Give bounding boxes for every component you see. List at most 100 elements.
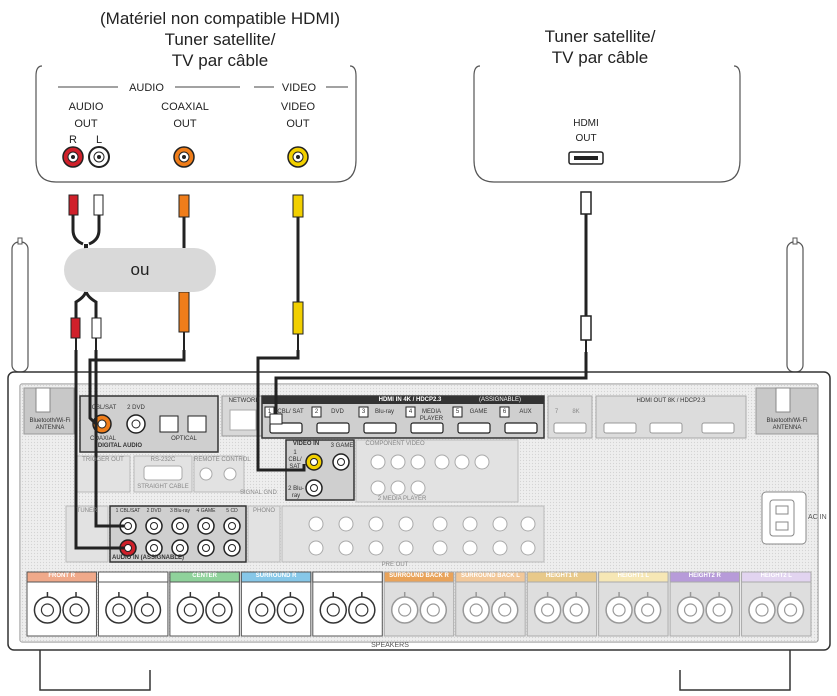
hdmi-in-name-2: DVD: [331, 409, 344, 415]
remote-control-label: REMOTE CONTROL: [194, 457, 251, 463]
speaker-terminal-group: [526, 571, 598, 637]
hdmi-assignable-label: (ASSIGNABLE): [478, 397, 521, 403]
hdmi-header-label: HDMI IN 4K / HDCP2.3: [378, 397, 442, 403]
audio-out-sub: OUT: [74, 118, 98, 130]
left-title-line1: (Matériel non compatible HDMI): [100, 9, 340, 28]
hdmi-in-num-7: 7: [554, 409, 559, 415]
hdmi-in-num-1: 1: [267, 409, 272, 415]
speaker-group-label: SURROUND BACK L: [460, 573, 520, 579]
coaxial-out-label: COAXIAL: [161, 101, 209, 113]
dig-dvd-label: 2 DVD: [127, 405, 145, 411]
left-source-title: (Matériel non compatible HDMI) Tuner sat…: [60, 8, 380, 71]
digital-audio-label: DIGITAL AUDIO: [97, 443, 143, 449]
audio-group-label: AUDIO: [129, 82, 164, 94]
speaker-group-label: HEIGHT2 R: [688, 573, 721, 579]
audio-in-label-1: 1 CBL/SAT: [115, 508, 141, 514]
hdmi-in-name-4: MEDIA PLAYER: [419, 409, 444, 422]
audio-out-r-jack: [62, 146, 84, 168]
signal-gnd-label: SIGNAL GND: [240, 490, 277, 496]
tuner-label: TUNER: [76, 508, 98, 514]
video-group-label: VIDEO: [281, 82, 317, 94]
speaker-terminal-group: [26, 571, 97, 637]
video-cable: [292, 194, 304, 350]
audio-out-label: AUDIO: [68, 101, 104, 113]
speaker-group-label: FRONT L: [120, 573, 147, 579]
antenna-left: [11, 237, 29, 373]
left-device-outline: [35, 65, 357, 183]
audio-in-header-label: AUDIO IN (ASSIGNABLE): [112, 555, 185, 561]
hdmi-in-name-7: 8K: [572, 409, 580, 415]
ou-bubble: [64, 248, 216, 292]
speaker-terminal-group: [312, 571, 383, 637]
left-title-line2: Tuner satellite/: [164, 30, 276, 49]
speaker-terminal-group: [741, 571, 812, 637]
speaker-group-label: HEIGHT1 L: [617, 573, 650, 579]
speakers-label: SPEAKERS: [371, 642, 409, 649]
hdmi-out-port: [568, 151, 604, 165]
video-in-header-label: VIDEO IN: [292, 441, 320, 447]
speaker-terminal-group: [240, 571, 312, 637]
hdmi-in-name-1: CBL/ SAT: [277, 409, 304, 415]
phono-label: PHONO: [252, 508, 275, 514]
speaker-terminal-group: [455, 571, 526, 637]
coaxial-out-sub: OUT: [173, 118, 197, 130]
hdmi-in-name-6: AUX: [519, 409, 532, 415]
hdmi-in-port-2: [311, 406, 350, 434]
hdmi-in-name-5: GAME: [469, 409, 488, 415]
speaker-group-label: HEIGHT1 R: [545, 573, 578, 579]
network-label: NETWORK: [228, 398, 260, 404]
hdmi-in-num-4: 4: [408, 409, 413, 415]
audio-in-jack-pair-5: [223, 517, 241, 557]
hdmi-in-num-5: 5: [455, 409, 460, 415]
hdmi-in-port-3: [358, 406, 397, 434]
pre-out-label: PRE OUT: [381, 562, 409, 568]
coaxial-out-jack: [173, 146, 195, 168]
speaker-terminal-group: [669, 571, 741, 637]
audio-in-jack-pair-1: [119, 517, 137, 557]
hdmi-in-num-2: 2: [314, 409, 319, 415]
ou-label: ou: [130, 260, 150, 279]
hdmi-in-name-3: Blu-ray: [374, 409, 394, 415]
right-title-line1: Tuner satellite/: [544, 27, 656, 46]
audio-l-label: L: [95, 134, 103, 146]
trigger-out-label: TRIGGER OUT: [82, 457, 124, 463]
hdmi-in-port-6: [499, 406, 538, 434]
right-title-line2: TV par câble: [551, 48, 649, 67]
speaker-terminal-group: [169, 571, 240, 637]
audio-r-label: R: [69, 134, 77, 146]
dig-optical-label: OPTICAL: [171, 436, 197, 442]
speaker-terminal-group: [383, 571, 455, 637]
video-out-label: VIDEO: [280, 101, 316, 113]
hdmi-in-num-6: 6: [502, 409, 507, 415]
audio-in-label-2: 2 DVD: [146, 508, 162, 514]
audio-in-jack-pair-4: [197, 517, 215, 557]
hdmi-in-port-5: [452, 406, 491, 434]
speaker-group-label: SURROUND R: [255, 573, 297, 579]
audio-in-jack-pair-3: [171, 517, 189, 557]
dig-coaxial-label: COAXIAL: [89, 436, 116, 442]
hdmi-out-label: HDMI: [573, 118, 599, 129]
ac-in-label: AC IN: [808, 514, 827, 521]
speaker-terminal-group: [97, 571, 169, 637]
audio-in-label-5: 5 CD: [226, 508, 238, 514]
speaker-group-label: CENTER: [192, 573, 217, 579]
media-player-label: 2 MEDIA PLAYER: [377, 496, 427, 502]
hdmi-out-header-label: HDMI OUT 8K / HDCP2.3: [636, 398, 706, 404]
speaker-group-label: FRONT R: [48, 573, 76, 579]
bt-left-label: Bluetooth/Wi-Fi ANTENNA: [29, 418, 71, 431]
component-video-label: COMPONENT VIDEO: [365, 441, 425, 447]
speaker-group-label: HEIGHT2 L: [760, 573, 792, 579]
video-bluray-label: 2 Blu-ray: [288, 486, 304, 499]
bt-right-label: Bluetooth/Wi-Fi ANTENNA: [766, 418, 808, 431]
video-cbl-label: 1 CBL/ SAT: [288, 450, 302, 470]
video-out-sub: OUT: [286, 118, 310, 130]
dig-cbl-label: CBL/SAT: [91, 405, 117, 411]
right-source-title: Tuner satellite/ TV par câble: [480, 26, 720, 68]
speaker-terminal-group: [598, 571, 669, 637]
antenna-right: [786, 237, 804, 373]
right-device-outline: [473, 65, 741, 183]
left-title-line3: TV par câble: [171, 51, 269, 70]
audio-out-l-jack: [88, 146, 110, 168]
hdmi-out-sub: OUT: [575, 133, 597, 144]
